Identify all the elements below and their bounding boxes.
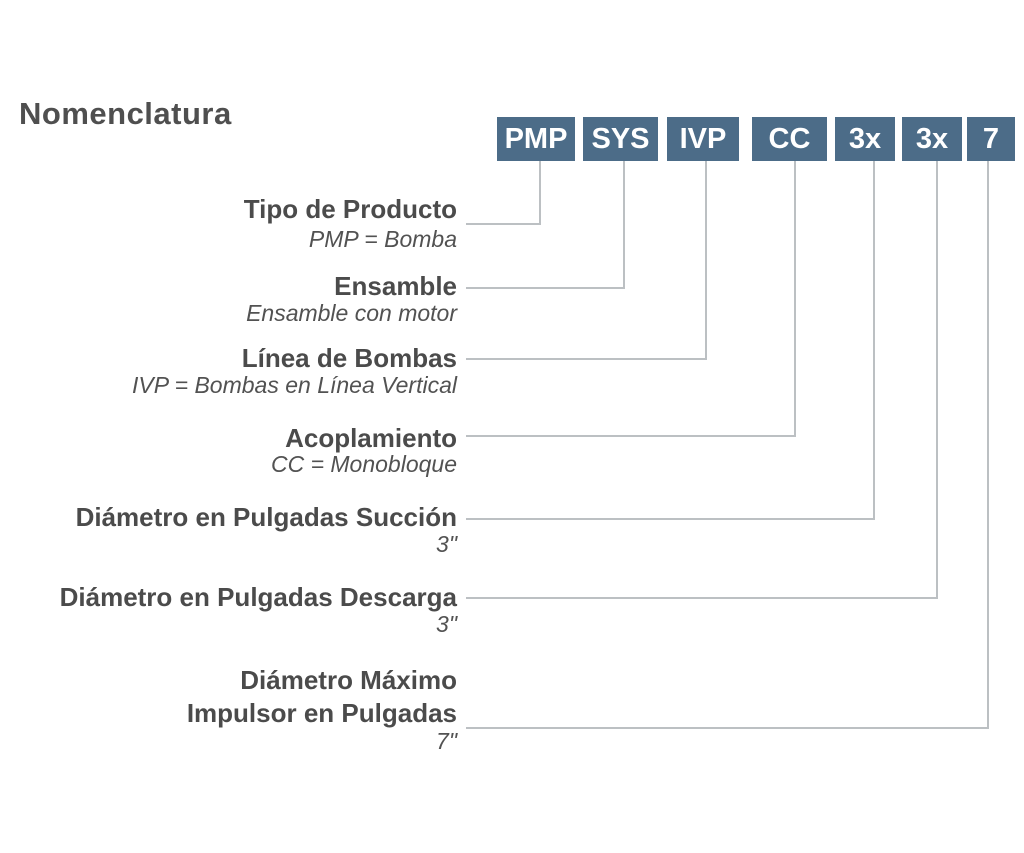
code-box-assembly: SYS [583, 117, 658, 161]
connector-v-assembly [623, 161, 625, 289]
connector-v-discharge-diameter [936, 161, 938, 599]
label-impeller-diameter-line2: Impulsor en Pulgadas [186, 698, 457, 728]
label-discharge-diameter: Diámetro en Pulgadas Descarga [59, 582, 457, 612]
sublabel-product-type: PMP = Bomba [308, 226, 457, 252]
code-box-pump-line: IVP [667, 117, 739, 161]
connector-v-pump-line [705, 161, 707, 360]
label-impeller-diameter: Diámetro Máximo Impulsor en Pulgadas [0, 664, 457, 730]
sublabel-suction-diameter: 3" [436, 531, 457, 557]
connector-h-assembly [466, 287, 625, 289]
sublabel-discharge-diameter: 3" [436, 611, 457, 637]
label-suction-diameter: Diámetro en Pulgadas Succión [75, 502, 457, 532]
sublabel-impeller-diameter: 7" [436, 728, 457, 754]
connector-v-suction-diameter [873, 161, 875, 520]
code-box-coupling: CC [752, 117, 827, 161]
connector-v-impeller-diameter [987, 161, 989, 729]
connector-h-product-type [466, 223, 541, 225]
sublabel-assembly: Ensamble con motor [246, 300, 457, 326]
connector-v-coupling [794, 161, 796, 437]
label-product-type: Tipo de Producto [243, 194, 457, 224]
code-box-impeller-diameter: 7 [967, 117, 1015, 161]
connector-h-coupling [466, 435, 796, 437]
connector-v-product-type [539, 161, 541, 225]
sublabel-pump-line: IVP = Bombas en Línea Vertical [132, 372, 457, 398]
connector-h-impeller-diameter [466, 727, 989, 729]
code-box-product-type: PMP [497, 117, 575, 161]
connector-h-pump-line [466, 358, 707, 360]
code-box-discharge-diameter: 3x [902, 117, 962, 161]
code-box-suction-diameter: 3x [835, 117, 895, 161]
label-assembly: Ensamble [334, 271, 457, 301]
label-pump-line: Línea de Bombas [241, 343, 457, 373]
connector-h-discharge-diameter [466, 597, 938, 599]
connector-h-suction-diameter [466, 518, 875, 520]
sublabel-coupling: CC = Monobloque [270, 451, 457, 477]
page-title: Nomenclatura [19, 96, 232, 131]
label-coupling: Acoplamiento [285, 423, 457, 453]
label-impeller-diameter-line1: Diámetro Máximo [240, 665, 457, 695]
